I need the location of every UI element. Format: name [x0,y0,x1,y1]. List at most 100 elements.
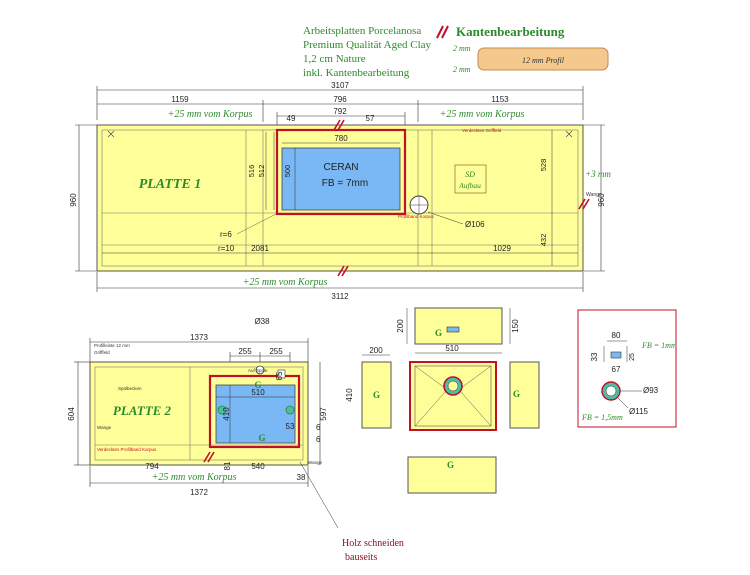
sink-d510: 510 [445,344,459,353]
p2-sink-width: 510 [251,388,265,397]
p2-drain-right [285,405,295,415]
p2-edge-markers [203,451,215,463]
edge-dim-top: 2 mm [453,44,471,53]
p2-small-5: Verdecktes Profilband Korpus [97,447,157,452]
sink-top-g: G [435,328,442,338]
p1-d512: 512 [257,165,266,178]
p1-overall-top: 3107 [331,81,349,90]
sink-left-g: G [373,390,380,400]
edge-legend: Kantenbearbeitung 2 mm 2 mm 12 mm Profil [436,24,609,74]
p1-korpus-top-left: +25 mm vom Korpus [168,109,253,120]
detail-d67: 67 [612,365,621,374]
footer-note-line-1: Holz schneiden [342,538,404,549]
p2-seg-a: 255 [238,347,252,356]
p1-seg-left: 1159 [171,95,189,104]
p2-korpus: +25 mm vom Korpus [152,472,237,483]
p2-overall-bottom: 1372 [190,488,208,497]
p2-d794: 794 [145,462,159,471]
p1-offset-right: 57 [366,114,375,123]
sink-right-panel [509,361,540,429]
sink-top-slot [446,326,460,333]
edge-profile-bar [477,47,609,71]
p2-inner-outline [94,366,304,461]
p1-height-right: 960 [597,193,606,207]
plate-1-drawing: 3107 1159 796 1153 792 49 57 960 960 311… [69,81,611,301]
sink-bottom-g: G [447,460,454,470]
p1-hole-dia: Ø106 [465,220,485,229]
p2-sink-depth: 410 [222,407,231,421]
detail-d93: Ø93 [643,386,659,395]
p1-seg-right: 1153 [491,95,509,104]
edge-profile-label: 12 mm Profil [522,56,565,65]
p1-dim-1029: 1029 [493,244,511,253]
p2-small-2: Grifffeld [94,350,110,355]
p1-offset-left: 49 [287,114,296,123]
p2-d6b: 6 [316,435,321,444]
p2-sink-basin [215,384,296,444]
p2-d81: 81 [223,461,232,470]
p1-height-left: 960 [69,193,78,207]
p2-tap-hole [255,365,265,375]
spec-text-block: Arbeitsplatten Porcelanosa Premium Quali… [303,25,432,79]
p2-d540: 540 [251,462,265,471]
p1-hob-label: CERAN [323,162,358,173]
spec-line-1: Arbeitsplatten Porcelanosa [303,25,421,37]
p1-d516: 516 [247,165,256,178]
footer-note: Holz schneiden bauseits [342,538,404,563]
p2-small-6: Auf Spüle [248,368,268,373]
sink-views: G 200 150 510 200 410 G G G [345,307,540,494]
p2-d6a: 6 [316,423,321,432]
p2-height-left: 604 [67,407,76,421]
p1-korpus-bottom: +25 mm vom Korpus [243,277,328,288]
p1-note-small-1: Verdecktes Grifffeld [462,128,502,133]
p2-seg-b: 255 [269,347,283,356]
edge-title: Kantenbearbeitung [456,24,565,39]
detail-d80: 80 [612,331,621,340]
p1-seg-mid: 796 [333,95,347,104]
edge-dim-bottom: 2 mm [453,65,471,74]
spec-line-3: 1,2 cm Nature [303,53,366,65]
detail-d115: Ø115 [629,407,649,416]
p1-edge-markers [333,119,590,277]
detail-d33: 33 [590,352,599,361]
p2-hole-dia: Ø38 [254,317,270,326]
p2-d65: 65 [275,371,284,380]
p1-cutout-inner: 780 [334,134,348,143]
p2-d53: 53 [286,422,295,431]
detail-frame [577,309,677,428]
sink-d200-side: 200 [369,346,383,355]
p1-d528: 528 [539,159,548,172]
sink-right-g: G [513,389,520,399]
p1-hob-cut-outline [275,128,407,216]
p1-dim-2081: 2081 [251,244,269,253]
p2-title: PLATTE 2 [113,403,172,418]
p2-d38: 38 [297,473,306,482]
detail-d25: 25 [629,353,636,361]
p1-hob-glass [281,147,401,211]
p2-d597: 597 [319,407,328,421]
spec-line-2: Premium Qualität Aged Clay [303,39,432,51]
p1-cutout-outer: 792 [333,107,347,116]
footer-note-line-2: bauseits [345,552,377,563]
edge-marker-icon [436,25,449,39]
sink-basin-outline [409,361,497,431]
p2-small-7: Wange [308,460,323,465]
sink-d410: 410 [345,388,354,402]
p1-sd-label: SD [465,170,475,179]
p2-drain-left [217,405,227,415]
spec-line-4: inkl. Kantenbearbeitung [303,67,410,79]
p1-d432: 432 [539,234,548,247]
p2-overflow-slot [277,369,286,379]
sink-d150: 150 [511,319,520,333]
p2-g-bottom: G [258,433,265,443]
detail-fb-top: FB = 1mm [641,341,677,350]
sink-top-panel [414,307,503,345]
sink-d200-top: 200 [396,319,405,333]
p1-radius-r6: r=6 [220,230,232,239]
p1-hob-sub: FB = 7mm [322,178,368,189]
sink-left-panel [361,361,392,429]
p1-korpus-top-right: +25 mm vom Korpus [440,109,525,120]
p2-small-1: Profilleiste 12 mm [94,343,130,348]
p2-g-top: G [254,380,261,390]
